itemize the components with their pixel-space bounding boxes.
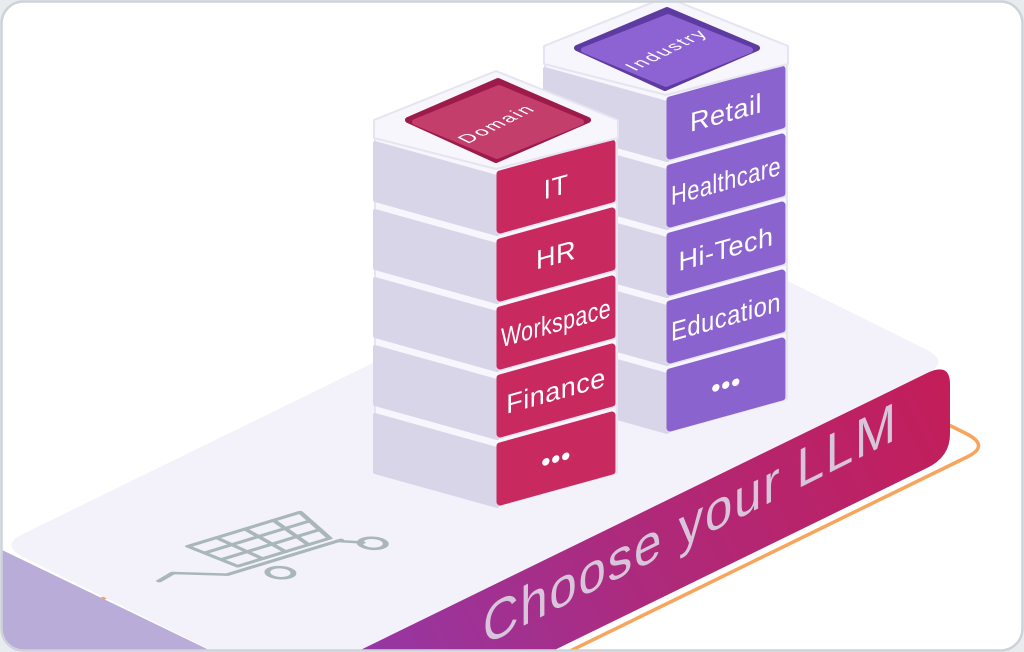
domain-block-label: IT [543,168,568,205]
shopping-cart-icon [156,510,389,583]
domain-stack: ••• Finance Workspace HR [373,70,619,508]
cart-basket-grid [202,519,323,561]
cart-wheel-right [356,536,389,551]
platform-left-face [1,549,261,651]
platform-front-face [307,369,950,651]
domain-block: HR [373,200,618,304]
domain-block: Workspace [373,268,618,372]
cart-handle [156,538,345,583]
domain-block: IT [373,132,618,236]
industry-stack-title-cap: Industry [543,1,789,96]
cart-wheel-left [264,565,297,580]
domain-stack-title-cap: Domain [373,70,619,170]
